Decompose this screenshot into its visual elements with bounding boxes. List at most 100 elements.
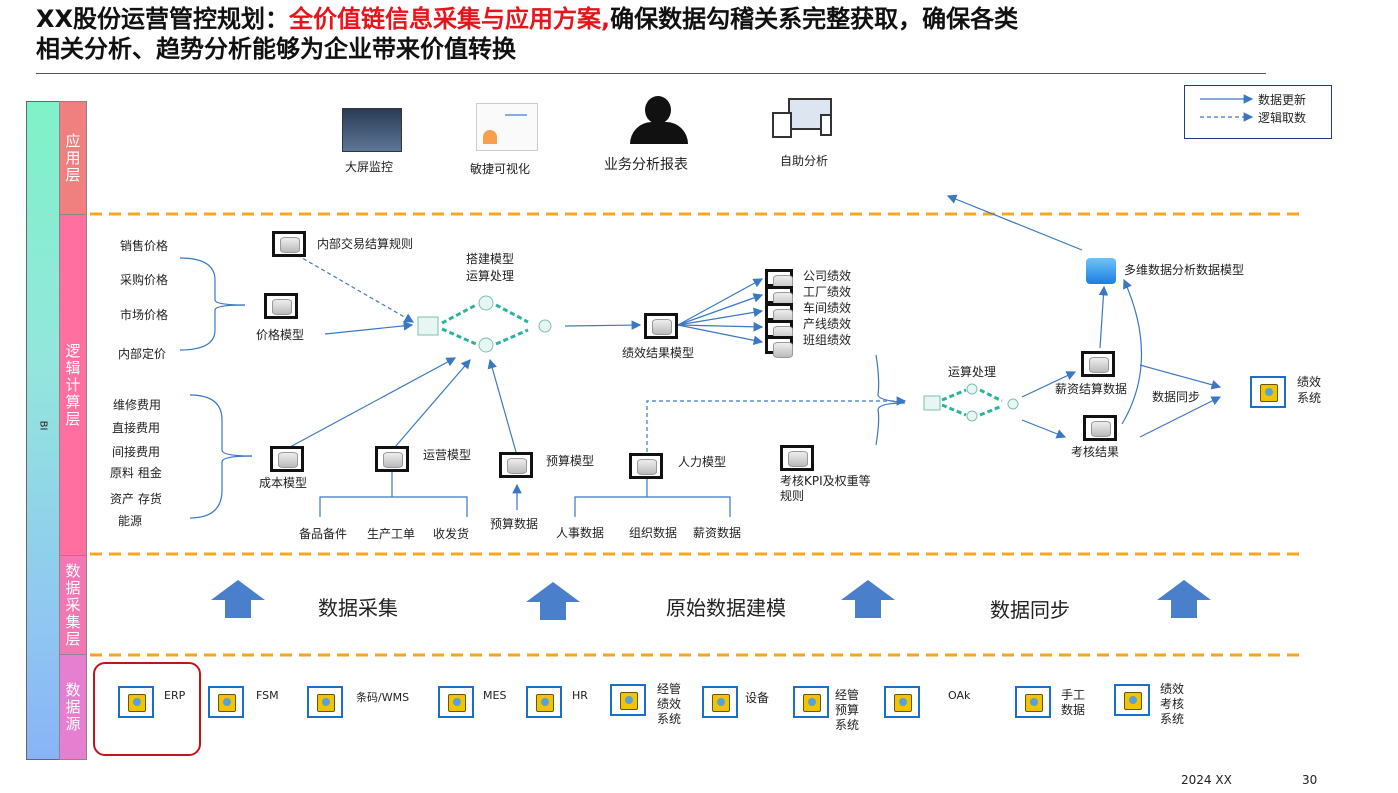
price-model-db-icon <box>264 293 298 319</box>
salary-db-icon <box>1081 351 1115 377</box>
source-label: ERP <box>164 689 186 702</box>
hr-item: 组织数据 <box>629 526 678 540</box>
page-number: 30 <box>1302 773 1318 787</box>
up-arrow-icon <box>526 582 580 620</box>
layer-logic: 逻辑计算层 <box>59 214 87 556</box>
internal-rule-label: 内部交易结算规则 <box>317 237 414 251</box>
ops-item: 备品备件 <box>299 527 348 541</box>
hr-item: 人事数据 <box>556 526 605 540</box>
source-icon <box>1015 686 1051 718</box>
perf-item: 公司绩效 <box>803 269 852 283</box>
salary-data-label: 薪资结算数据 <box>1055 382 1128 396</box>
hr-model-label: 人力模型 <box>678 455 727 469</box>
cost-item: 间接费用 <box>112 445 161 459</box>
cube-model-icon <box>1086 258 1116 284</box>
page-title: XX股份运营管控规划：全价值链信息采集与应用方案,确保数据勾稽关系完整获取，确保… <box>36 4 1276 64</box>
source-icon <box>702 686 738 718</box>
perf-db-icon <box>765 269 793 291</box>
price-item: 市场价格 <box>120 308 169 322</box>
kpi-rule-db-icon <box>780 445 814 471</box>
perf-db-icon <box>765 303 793 325</box>
visualization-icon <box>476 103 538 151</box>
ops-model-label: 运营模型 <box>423 448 472 462</box>
app-big-screen: 大屏监控 <box>345 160 394 174</box>
build-model-label: 搭建模型 <box>466 252 515 266</box>
up-arrow-icon <box>841 580 895 618</box>
perf-db-icon <box>765 286 793 308</box>
source-icon <box>884 686 920 718</box>
title-highlight: 全价值链信息采集与应用方案, <box>289 5 611 33</box>
compute-label: 运算处理 <box>466 269 515 283</box>
assess-db-icon <box>1083 415 1117 441</box>
perf-system-label: 绩效系统 <box>1297 375 1322 405</box>
hr-item: 薪资数据 <box>693 526 742 540</box>
cost-item: 资产 存货 <box>110 492 162 506</box>
source-label: 经管预算系统 <box>835 688 860 732</box>
up-arrow-icon <box>1157 580 1211 618</box>
ops-item: 收发货 <box>433 527 470 541</box>
cost-model-label: 成本模型 <box>259 476 308 490</box>
budget-data-label: 预算数据 <box>490 517 539 531</box>
headset-user-icon <box>628 94 690 144</box>
source-label: 手工数据 <box>1061 688 1086 717</box>
source-icon <box>307 686 343 718</box>
workflow-graphic-2 <box>923 383 1019 422</box>
perf-model-db-icon <box>644 313 678 339</box>
ops-item: 生产工单 <box>367 527 416 541</box>
perf-model-label: 绩效结果模型 <box>622 346 695 360</box>
cost-item: 能源 <box>118 514 143 528</box>
up-arrow-icon <box>211 580 265 618</box>
sync-label: 数据同步 <box>1152 390 1201 404</box>
source-label: HR <box>572 689 588 702</box>
legend-update: 数据更新 <box>1258 93 1307 107</box>
source-label: 设备 <box>745 691 770 705</box>
erp-highlight <box>93 662 201 756</box>
perf-item: 产线绩效 <box>803 317 852 331</box>
source-label: 绩效考核系统 <box>1160 682 1185 726</box>
internal-rule-db-icon <box>272 231 306 257</box>
collect-label: 数据采集 <box>318 596 398 620</box>
bi-bar <box>26 101 60 760</box>
price-item: 采购价格 <box>120 273 169 287</box>
hr-model-db-icon <box>629 453 663 479</box>
title-line2: 相关分析、趋势分析能够为企业带来价值转换 <box>36 35 516 63</box>
budget-model-db-icon <box>499 452 533 478</box>
layer-app: 应用层 <box>59 101 87 215</box>
layer-source: 数据源 <box>59 654 87 760</box>
collect-label: 数据同步 <box>990 598 1070 622</box>
app-agile-visual: 敏捷可视化 <box>470 162 531 176</box>
source-label: 经管绩效系统 <box>657 682 682 726</box>
source-icon <box>1114 684 1150 716</box>
source-icon <box>610 684 646 716</box>
cost-model-db-icon <box>270 446 304 472</box>
app-self-service: 自助分析 <box>780 154 829 168</box>
source-icon <box>793 686 829 718</box>
collect-label: 原始数据建模 <box>666 596 786 620</box>
cost-item: 直接费用 <box>112 421 161 435</box>
perf-item: 车间绩效 <box>803 301 852 315</box>
budget-model-label: 预算模型 <box>546 454 595 468</box>
price-item: 内部定价 <box>118 347 167 361</box>
layer-collect: 数据采集层 <box>59 555 87 655</box>
source-icon <box>438 686 474 718</box>
cost-item: 原料 租金 <box>110 466 162 480</box>
workflow-graphic-1 <box>417 295 552 353</box>
ops-model-db-icon <box>375 446 409 472</box>
cost-item: 维修费用 <box>113 398 162 412</box>
title-prefix: XX股份运营管控规划： <box>36 5 290 33</box>
app-report: 业务分析报表 <box>604 157 688 173</box>
price-model-label: 价格模型 <box>256 328 305 342</box>
source-label: FSM <box>256 689 279 702</box>
source-label: 条码/WMS <box>356 691 410 704</box>
perf-db-icon <box>765 336 793 358</box>
footer-year: 2024 XX <box>1181 773 1232 787</box>
perf-item: 班组绩效 <box>803 333 852 347</box>
kpi-rule-label: 考核KPI及权重等规则 <box>780 474 871 503</box>
multi-model-label: 多维数据分析数据模型 <box>1124 263 1245 277</box>
title-divider <box>36 73 1266 74</box>
devices-icon <box>772 98 832 138</box>
title-suffix: 确保数据勾稽关系完整获取，确保各类 <box>610 5 1019 33</box>
source-label: OAk <box>948 689 971 702</box>
source-icon <box>526 686 562 718</box>
